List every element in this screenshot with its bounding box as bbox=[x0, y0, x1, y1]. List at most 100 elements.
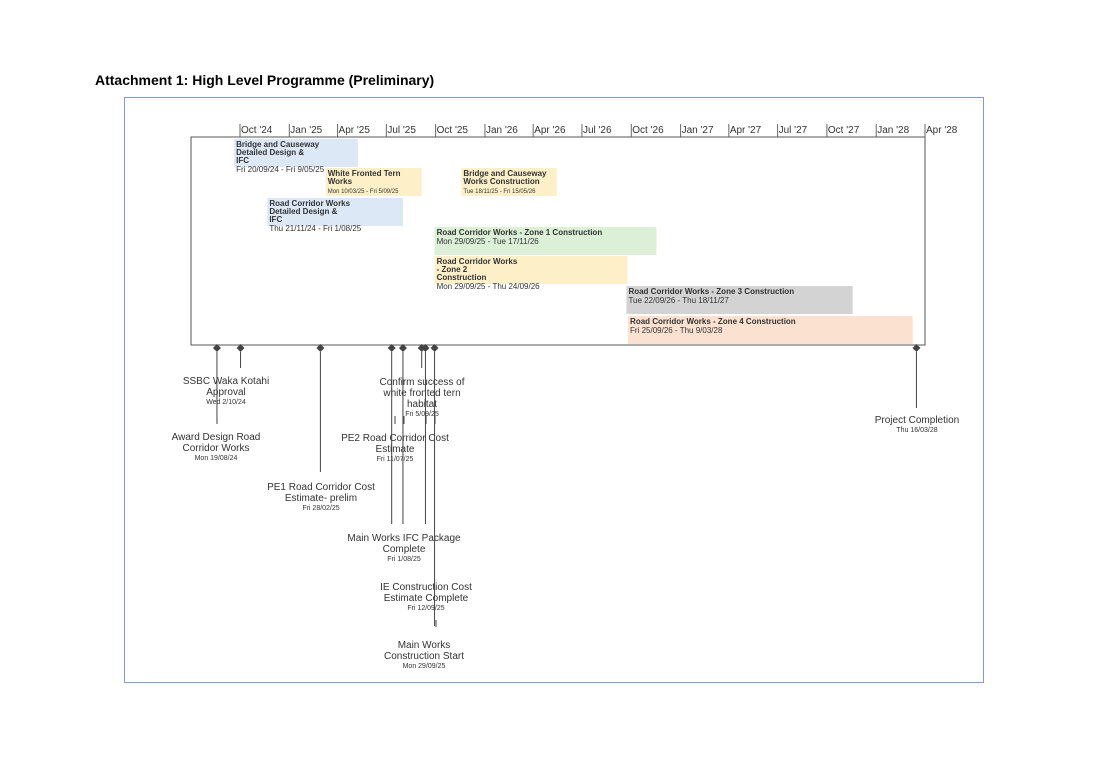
task-bar-title: Road Corridor Works - Zone 4 Constructio… bbox=[630, 317, 796, 326]
milestone-date: Wed 2/10/24 bbox=[206, 399, 246, 406]
timeline-box bbox=[190, 136, 926, 346]
chart-frame bbox=[124, 97, 984, 683]
milestone-date: Fri 11/07/25 bbox=[377, 456, 414, 463]
task-bar-title: Construction bbox=[437, 273, 487, 282]
task-bar-title: Works bbox=[328, 177, 353, 186]
milestone-diamond bbox=[421, 344, 430, 352]
milestone-label: Main Works IFC Package bbox=[347, 533, 461, 544]
axis-tick-label: Jan '28 bbox=[877, 125, 909, 136]
axis-tick-label: Oct '24 bbox=[241, 125, 273, 136]
task-bar: Road Corridor Works- Zone 2ConstructionM… bbox=[434, 256, 628, 291]
milestone-diamond bbox=[912, 344, 921, 352]
milestone-diamond bbox=[212, 344, 221, 352]
milestone-label: Estimate bbox=[376, 444, 415, 455]
task-bar-title: Road Corridor Works - Zone 3 Constructio… bbox=[628, 287, 794, 296]
task-bar-title: Detailed Design & bbox=[269, 207, 337, 216]
milestone-diamond bbox=[430, 344, 439, 352]
milestone-date: Thu 16/03/28 bbox=[896, 427, 937, 434]
axis-tick-label: Apr '26 bbox=[534, 125, 566, 136]
task-bar-title: Road Corridor Works bbox=[269, 199, 350, 208]
task-bar-fill bbox=[434, 227, 657, 255]
task-bar-dates: Mon 10/03/25 - Fri 5/09/25 bbox=[328, 189, 399, 195]
page-heading: Attachment 1: High Level Programme (Prel… bbox=[95, 72, 435, 88]
milestone-label: white fronted tern bbox=[382, 388, 460, 399]
task-bar-dates: Thu 21/11/24 - Fri 1/08/25 bbox=[269, 224, 361, 233]
task-bar-dates: Fri 20/09/24 - Fri 9/05/25 bbox=[236, 165, 325, 174]
axis-tick-label: Oct '26 bbox=[632, 125, 664, 136]
task-bar-title: Detailed Design & bbox=[236, 148, 304, 157]
axis-tick-label: Apr '28 bbox=[926, 125, 958, 136]
task-bar-fill bbox=[626, 286, 853, 314]
milestone-label: Estimate- prelim bbox=[285, 493, 357, 504]
task-bar-fill bbox=[628, 316, 913, 344]
milestone-label: Approval bbox=[206, 387, 245, 398]
milestone-label: Corridor Works bbox=[182, 443, 249, 454]
axis-tick-label: Apr '27 bbox=[730, 125, 762, 136]
milestone-date: Mon 29/09/25 bbox=[403, 663, 446, 670]
task-bar-title: Bridge and Causeway bbox=[236, 140, 320, 149]
milestone-diamond bbox=[398, 344, 407, 352]
milestone-date: Fri 12/09/25 bbox=[407, 605, 444, 612]
axis-tick-label: Oct '25 bbox=[437, 125, 469, 136]
task-bar-title: Works Construction bbox=[463, 177, 539, 186]
axis-tick-label: Jul '27 bbox=[779, 125, 808, 136]
task-bar-title: White Fronted Tern bbox=[328, 169, 401, 178]
task-bar-fill bbox=[234, 139, 358, 167]
axis-tick-label: Jan '27 bbox=[682, 125, 714, 136]
milestone-diamond bbox=[387, 344, 396, 352]
milestone-label: Project Completion bbox=[875, 415, 959, 426]
task-bar-title: IFC bbox=[269, 215, 282, 224]
axis-tick-label: Jan '25 bbox=[290, 125, 322, 136]
milestone-date: Fri 28/02/25 bbox=[302, 505, 339, 512]
task-bar: Road Corridor Works - Zone 1 Constructio… bbox=[434, 227, 657, 255]
task-bar-title: IFC bbox=[236, 156, 249, 165]
axis-tick-label: Jan '26 bbox=[486, 125, 518, 136]
milestone-date: Mon 19/08/24 bbox=[195, 455, 238, 462]
task-bar-dates: Tue 22/09/26 - Thu 18/11/27 bbox=[628, 296, 729, 305]
task-bar-dates: Fri 25/09/26 - Thu 9/03/28 bbox=[630, 326, 723, 335]
axis-tick-label: Jul '26 bbox=[583, 125, 612, 136]
milestone-label: PE1 Road Corridor Cost bbox=[267, 482, 375, 493]
task-bar-dates: Mon 29/09/25 - Tue 17/11/26 bbox=[437, 237, 540, 246]
milestone-label: Construction Start bbox=[384, 651, 464, 662]
task-bar-dates: Tue 18/11/25 - Fri 15/05/26 bbox=[463, 189, 536, 195]
milestone-date: Fri 1/08/25 bbox=[387, 556, 421, 563]
milestone-label: SSBC Waka Kotahi bbox=[183, 376, 269, 387]
task-bar-title: Road Corridor Works - Zone 1 Constructio… bbox=[437, 228, 603, 237]
task-bar-fill bbox=[267, 198, 403, 226]
axis-tick-label: Oct '27 bbox=[828, 125, 860, 136]
axis-tick-label: Jul '25 bbox=[387, 125, 416, 136]
task-bar-fill bbox=[325, 168, 422, 196]
task-bar-fill bbox=[461, 168, 557, 196]
milestone-label: IE Construction Cost bbox=[380, 582, 472, 593]
task-bar-dates: Mon 29/09/25 - Thu 24/09/26 bbox=[437, 282, 541, 291]
milestone-diamond bbox=[316, 344, 325, 352]
milestone-label: Main Works bbox=[398, 640, 451, 651]
task-bar-title: - Zone 2 bbox=[437, 265, 468, 274]
task-bar: Road Corridor Works - Zone 4 Constructio… bbox=[628, 316, 913, 344]
task-bar-title: Bridge and Causeway bbox=[463, 169, 547, 178]
milestone-label: habitat bbox=[407, 399, 437, 410]
milestone-label: PE2 Road Corridor Cost bbox=[341, 433, 449, 444]
milestone-label: Complete bbox=[383, 544, 426, 555]
task-bar-fill bbox=[434, 256, 628, 284]
milestone-label: Award Design Road bbox=[172, 432, 261, 443]
milestone-label: Confirm success of bbox=[379, 377, 464, 388]
axis-tick-label: Apr '25 bbox=[339, 125, 371, 136]
task-bar: Road Corridor Works - Zone 3 Constructio… bbox=[626, 286, 853, 314]
milestone-date: Fri 5/09/25 bbox=[405, 411, 439, 418]
task-bar-title: Road Corridor Works bbox=[437, 257, 518, 266]
